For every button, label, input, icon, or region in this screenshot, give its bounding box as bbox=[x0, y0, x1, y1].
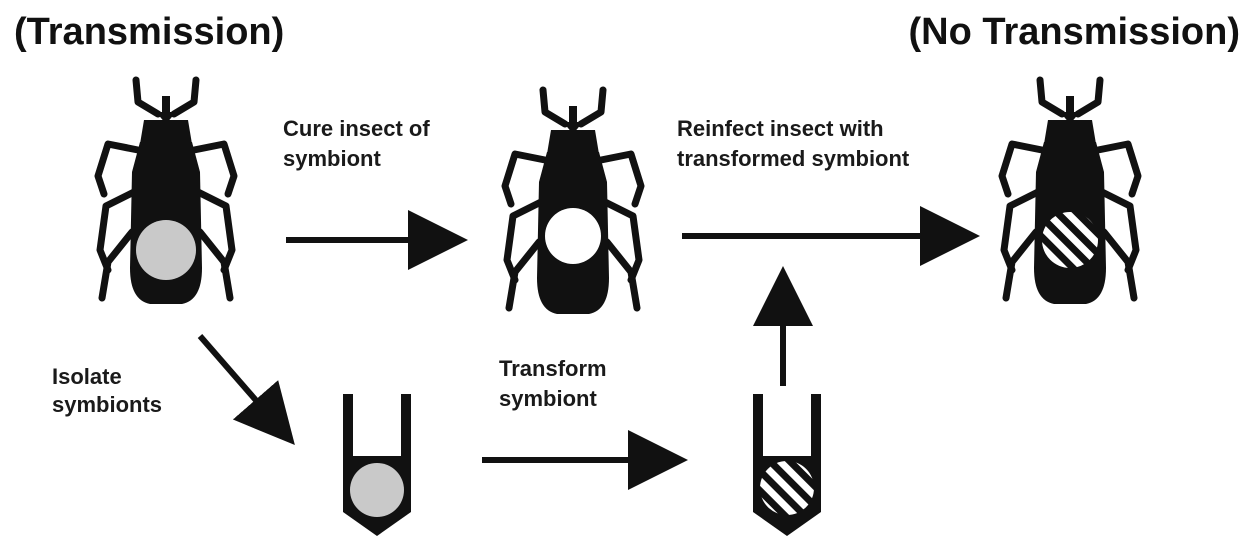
isolate-arrow-icon bbox=[200, 336, 287, 436]
empty-symbiont-site bbox=[545, 208, 601, 264]
reinfected-insect-icon bbox=[1002, 80, 1138, 304]
reinfect-label: Reinfect insect with transformed symbion… bbox=[677, 116, 910, 171]
isolate-label: Isolate symbionts bbox=[52, 364, 162, 417]
cured-insect-icon bbox=[505, 90, 641, 314]
cure-label-line-1: Cure insect of bbox=[283, 116, 430, 141]
native-symbiont bbox=[136, 220, 196, 280]
transmission-heading: (Transmission) bbox=[14, 11, 284, 53]
cure-label: Cure insect of symbiont bbox=[283, 116, 436, 171]
transform-label-line-1: Transform bbox=[499, 356, 607, 381]
transformed-symbiont-tube-icon bbox=[753, 394, 821, 536]
transform-label: Transform symbiont bbox=[499, 356, 613, 411]
reinfect-label-line-1: Reinfect insect with bbox=[677, 116, 884, 141]
isolated-symbiont-tube-icon bbox=[343, 394, 411, 536]
no-transmission-heading: (No Transmission) bbox=[909, 11, 1241, 53]
original-insect-icon bbox=[98, 80, 234, 304]
reinfect-label-line-2: transformed symbiont bbox=[677, 146, 910, 171]
cure-label-line-2: symbiont bbox=[283, 146, 381, 171]
transformed-symbiont bbox=[1042, 212, 1098, 268]
transform-label-line-2: symbiont bbox=[499, 386, 597, 411]
isolate-label-line-1: Isolate bbox=[52, 364, 122, 389]
isolate-label-line-2: symbionts bbox=[52, 392, 162, 417]
